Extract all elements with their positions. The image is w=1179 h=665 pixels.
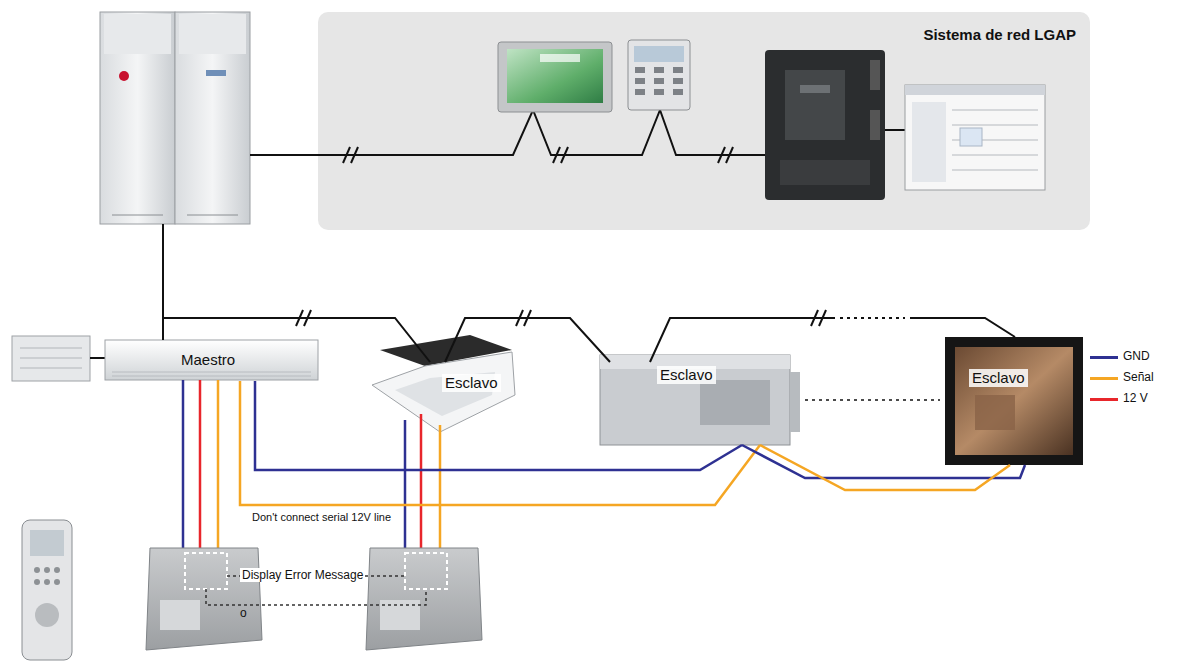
legend-text: Señal [1123,370,1154,384]
network-band: Sistema de red LGAP [318,12,1090,230]
bus-connector [445,310,610,362]
outdoor-unit [100,12,250,224]
note-label: o [240,606,247,620]
wired-remote [366,548,482,650]
legend-swatch [1090,398,1118,401]
unit-label: Esclavo [442,374,501,392]
art-cool-unit [945,337,1083,465]
slave-unit: Esclavo [600,362,790,445]
receiver-box [12,336,105,381]
outdoor-link [162,224,164,340]
slave-unit: Esclavo [370,362,515,432]
legend-swatch [1090,377,1118,380]
legend-swatch [1090,356,1118,359]
slave-unit: Esclavo [945,337,1083,465]
cassette-unit [372,335,515,432]
legend-text: GND [1123,349,1150,363]
note-label: Display Error Message [240,568,365,582]
unit-label: Esclavo [969,369,1028,387]
unit-label: Maestro [181,351,235,369]
master-unit: Maestro [105,340,318,381]
duct-unit [600,355,800,445]
note-label: Don't connect serial 12V line [250,511,393,523]
remote-wires [183,380,440,556]
continuation-dots [805,399,940,401]
control-wire [742,445,1025,490]
wireless-remote [22,520,72,660]
bus-connector [650,310,1015,362]
legend-text: 12 V [1123,391,1148,405]
ceiling-unit [105,340,318,380]
unit-label: Sistema de red LGAP [923,26,1076,44]
control-wire [240,381,760,505]
unit-label: Esclavo [657,366,716,384]
wired-remote [146,548,262,650]
